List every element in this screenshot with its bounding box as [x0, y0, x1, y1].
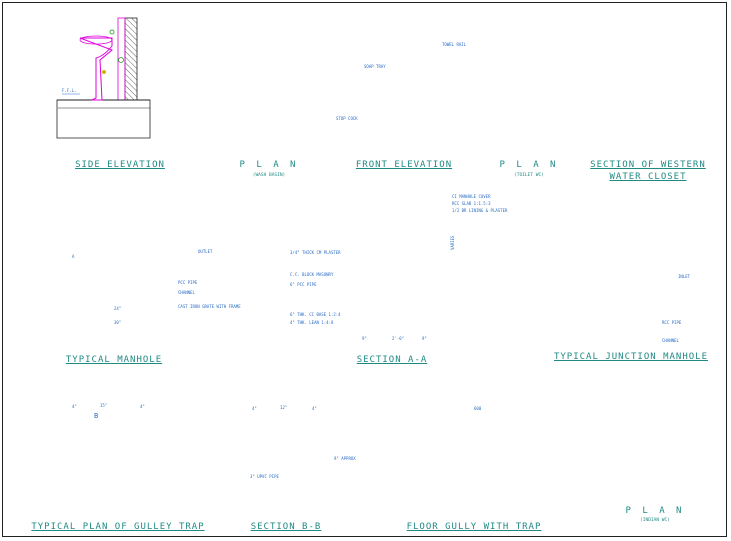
dim-gt-4a: 4"	[72, 404, 77, 409]
mark-b-gulley: B	[94, 412, 99, 420]
note-varies: VARIES	[450, 235, 455, 250]
note-junction-pipe: RCC PIPE	[662, 320, 682, 325]
subtitle-indian-wc: (INDIAN WC)	[640, 518, 670, 523]
title-side-elevation: SIDE ELEVATION	[75, 160, 165, 170]
note-junction-channel: CHANNEL	[662, 338, 679, 343]
dim-gt-4b: 4"	[140, 404, 145, 409]
subtitle-toilet: (TOILET WC)	[514, 173, 544, 178]
note-lean: 4" THK. LEAN 1:4:8	[290, 320, 334, 325]
note-manhole-pipe: PCC PIPE	[178, 280, 198, 285]
title-front-elevation: FRONT ELEVATION	[355, 160, 453, 170]
dim-section-9a: 9"	[362, 336, 367, 341]
note-cc-base: 6" THK. CC BASE 1:2:4	[290, 312, 341, 317]
title-typical-manhole: TYPICAL MANHOLE	[65, 355, 163, 365]
note-towel-rail: TOWEL RAIL	[442, 42, 467, 47]
title-plan-indian: P L A N	[625, 506, 685, 516]
note-upvc: 3" UPVC PIPE	[250, 474, 279, 479]
dim-section-9b: 9"	[422, 336, 427, 341]
subtitle-wash-basin: (WASH BASIN)	[252, 173, 286, 178]
dim-section-2ft: 2'-0"	[392, 336, 405, 341]
dim-bb-12: 12"	[280, 405, 288, 410]
title-section-aa: SECTION A-A	[356, 355, 428, 365]
title-plan-toilet: P L A N	[499, 160, 559, 170]
note-outlet: OUTLET	[198, 249, 213, 254]
title-section-western-2: WATER CLOSET	[609, 172, 687, 182]
note-approx: 9" APPROX	[334, 456, 356, 461]
dim-gt-15: 15"	[100, 403, 108, 408]
note-ci-cover: CI MANHOLE COVER	[452, 194, 491, 199]
title-section-western-1: SECTION OF WESTERN	[590, 160, 706, 170]
mark-a-manhole: A	[72, 254, 75, 259]
dim-bb-4a: 4"	[252, 406, 257, 411]
note-inlet: INLET	[678, 274, 691, 279]
note-manhole-channel: CHANNEL	[178, 290, 195, 295]
note-brick-lining: 1/2 BR LINING & PLASTER	[452, 208, 508, 213]
note-plaster: 3/4" THICK CM PLASTER	[290, 250, 341, 255]
note-stop-cock: STOP COCK	[336, 116, 358, 121]
dim-floor-gully-top: 600	[474, 406, 482, 411]
note-masonry: C.C. BLOCK MASONRY	[290, 272, 334, 277]
title-section-bb: SECTION B-B	[250, 522, 322, 532]
note-rcc-slab: RCC SLAB 1:1.5:3	[452, 201, 491, 206]
note-soap-tray: SOAP TRAY	[364, 64, 386, 69]
title-junction-manhole: TYPICAL JUNCTION MANHOLE	[553, 352, 709, 362]
dim-bb-4b: 4"	[312, 406, 317, 411]
note-pipe-a: 6" PCC PIPE	[290, 282, 317, 287]
title-plan-wash-basin: P L A N	[239, 160, 299, 170]
side-elevation-drawing	[56, 17, 151, 139]
dim-manhole-30: 30"	[114, 320, 122, 325]
title-gulley-plan: TYPICAL PLAN OF GULLEY TRAP	[31, 522, 205, 532]
dim-manhole-24: 24"	[114, 306, 122, 311]
note-cast-iron: CAST IRON GRATE WITH FRAME	[178, 304, 241, 309]
title-floor-gully: FLOOR GULLY WITH TRAP	[406, 522, 542, 532]
note-ffl: F.F.L.	[62, 88, 77, 93]
